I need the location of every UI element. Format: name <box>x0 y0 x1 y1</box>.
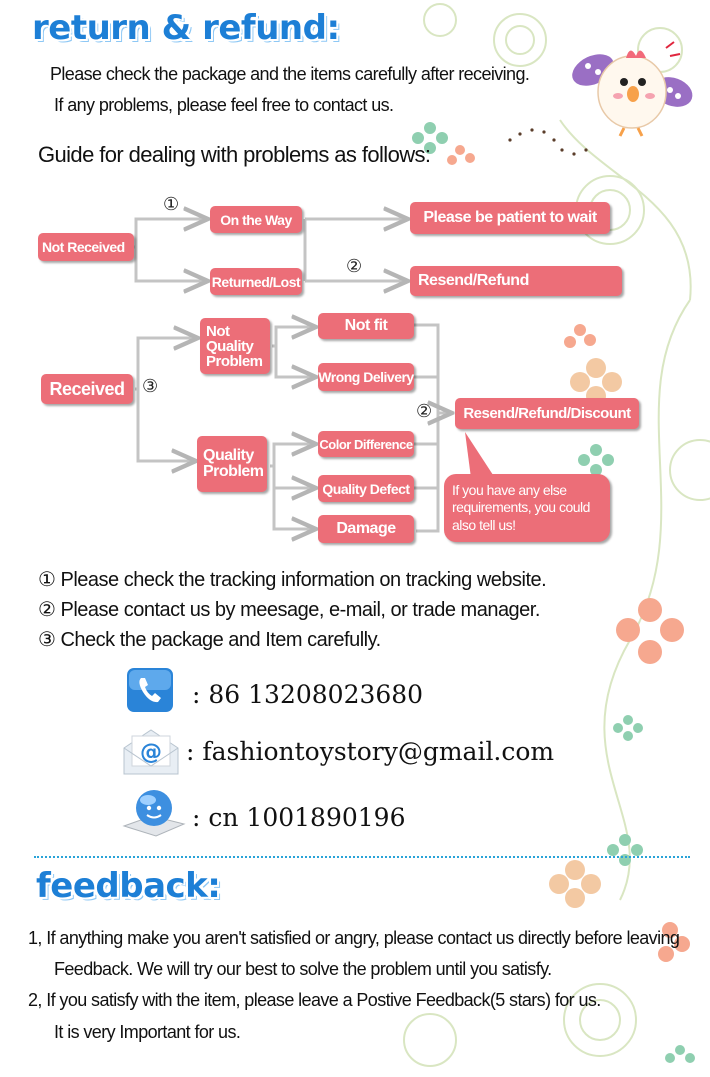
step-marker-1: ① <box>163 194 180 215</box>
bird-mascot-illustration <box>572 41 693 137</box>
email-icon: @ <box>123 729 179 775</box>
not-fit-box: Not fit <box>318 313 414 339</box>
step-marker-2-top: ② <box>346 256 363 277</box>
quality-problem-box: Quality Problem <box>197 436 267 492</box>
please-wait-box: Please be patient to wait <box>410 202 610 234</box>
qq-number: : cn 1001890196 <box>192 803 406 832</box>
phone-icon <box>127 668 173 712</box>
step-marker-3: ③ <box>142 376 159 397</box>
feedback-line-2: Feedback. We will try our best to solve … <box>54 959 552 979</box>
not-quality-problem-box: Not Quality Problem <box>200 318 270 374</box>
damage-box: Damage <box>318 515 414 543</box>
quality-defect-box: Quality Defect <box>318 475 414 502</box>
resend-refund-box: Resend/Refund <box>410 266 622 296</box>
speech-bubble-tail <box>465 432 495 478</box>
received-box: Received <box>41 374 133 404</box>
return-refund-title: return & refund: <box>32 8 340 48</box>
on-the-way-box: On the Way <box>210 206 302 233</box>
note-line-1: ① Please check the tracking information … <box>38 569 547 591</box>
email-address: : fashiontoystory@gmail.com <box>186 737 555 766</box>
feedback-line-3: 2, If you satisfy with the item, please … <box>28 990 601 1010</box>
note-line-2: ② Please contact us by meesage, e-mail, … <box>38 599 540 621</box>
phone-number: : 86 13208023680 <box>192 680 424 709</box>
wrong-delivery-box: Wrong Delivery <box>318 363 414 391</box>
intro-line-2: If any problems, please feel free to con… <box>54 95 394 115</box>
guide-heading: Guide for dealing with problems as follo… <box>38 142 431 167</box>
note-line-3: ③ Check the package and Item carefully. <box>38 629 381 651</box>
intro-line-1: Please check the package and the items c… <box>50 64 530 84</box>
returned-lost-box: Returned/Lost <box>210 268 302 295</box>
speech-bubble: If you have any else requirements, you c… <box>444 474 610 542</box>
flowchart-connectors <box>133 0 710 560</box>
resend-refund-discount-box: Resend/Refund/Discount <box>455 398 639 429</box>
svg-text:@: @ <box>140 740 162 765</box>
section-divider <box>34 856 690 858</box>
step-marker-2-right: ② <box>416 401 433 422</box>
chat-messenger-icon <box>122 790 186 837</box>
feedback-line-1: 1, If anything make you aren't satisfied… <box>28 928 680 948</box>
not-received-box: Not Received <box>38 233 134 261</box>
feedback-line-4: It is very Important for us. <box>54 1022 241 1042</box>
color-difference-box: Color Difference <box>318 431 414 457</box>
feedback-title: feedback: <box>36 866 221 906</box>
